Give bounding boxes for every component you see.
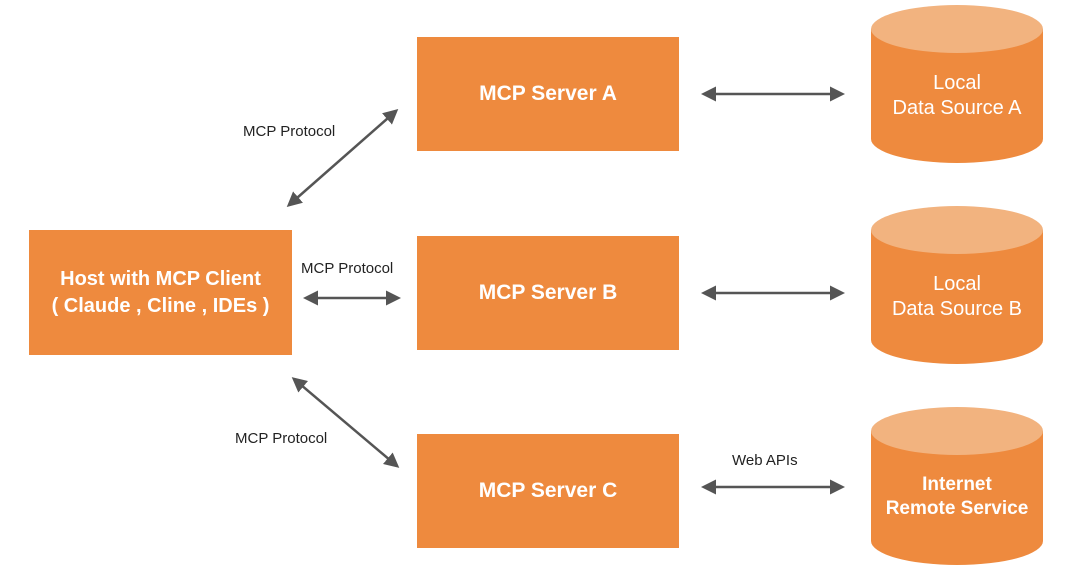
server-c-label: MCP Server C	[478, 479, 618, 502]
datasource-a-line2: Data Source A	[892, 97, 1022, 119]
server-a-box: MCP Server A	[417, 37, 679, 151]
cylinder-shape	[871, 407, 1043, 565]
cylinder-shape	[871, 206, 1043, 364]
datasource-b-line2: Data Source B	[891, 298, 1023, 320]
remote-service-line1: Internet	[922, 474, 992, 495]
web-apis-label: Web APIs	[732, 452, 798, 469]
datasource-b-cylinder: Local Data Source B	[871, 206, 1043, 364]
datasource-a-line1: Local	[933, 72, 981, 94]
server-c-box: MCP Server C	[417, 434, 679, 548]
remote-service-cylinder: Internet Remote Service	[871, 407, 1043, 565]
host-title: Host with MCP Client	[60, 267, 261, 290]
server-b-label: MCP Server B	[478, 281, 618, 304]
host-box: Host with MCP Client ( Claude , Cline , …	[29, 230, 292, 355]
protocol-label-b: MCP Protocol	[301, 260, 394, 277]
arrow-host-server-c	[291, 377, 400, 468]
remote-service-line2: Remote Service	[885, 497, 1029, 519]
server-a-label: MCP Server A	[479, 82, 617, 105]
host-subtitle: ( Claude , Cline , IDEs )	[51, 294, 270, 317]
datasource-a-cylinder: Local Data Source A	[871, 5, 1043, 163]
protocol-label-a: MCP Protocol	[243, 123, 336, 140]
cylinder-shape	[871, 5, 1043, 163]
protocol-label-c: MCP Protocol	[235, 430, 328, 447]
server-b-box: MCP Server B	[417, 236, 679, 350]
datasource-b-line1: Local	[933, 273, 981, 295]
